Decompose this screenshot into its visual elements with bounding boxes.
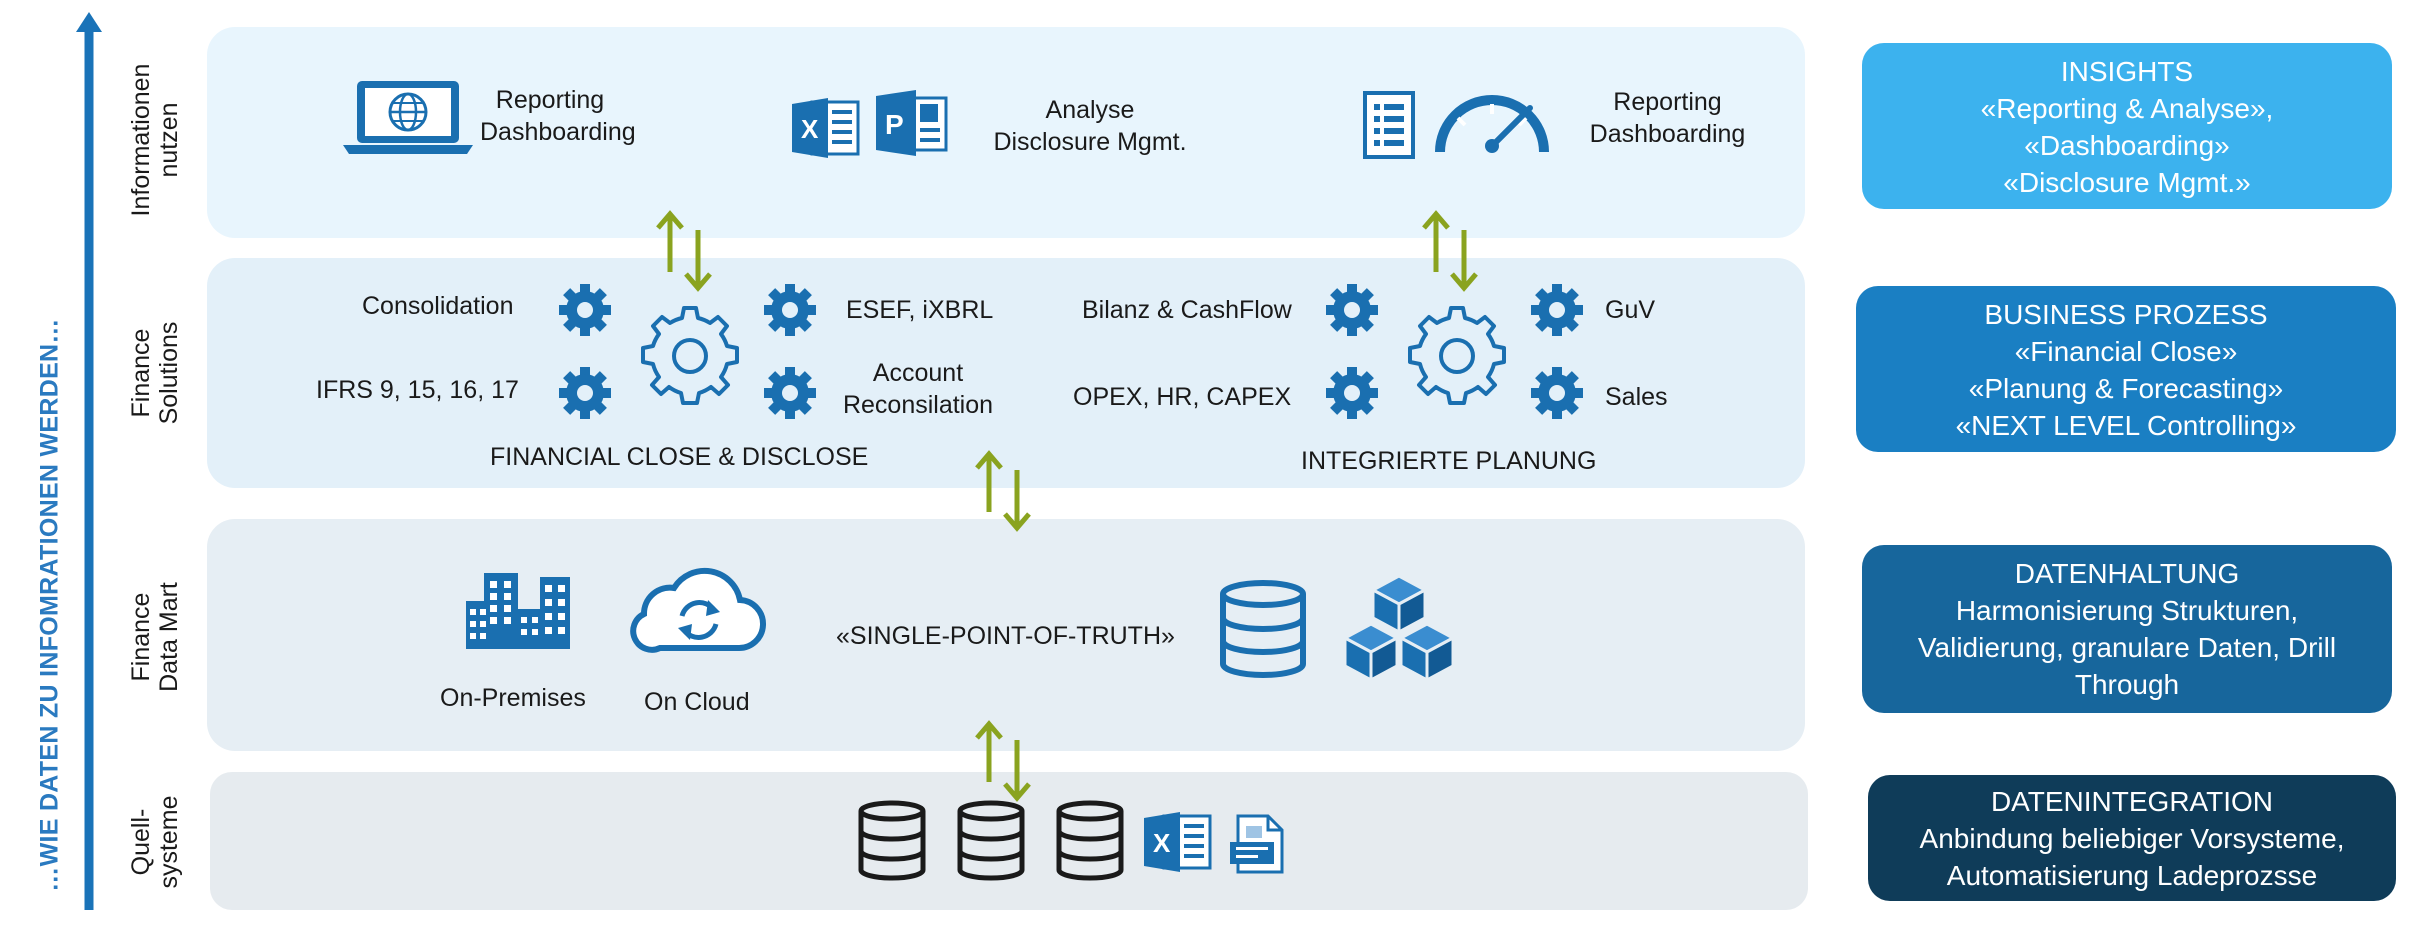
database-icon (1056, 800, 1124, 881)
gear-icon (641, 306, 739, 405)
datamart-on-premises: On-Premises (440, 684, 586, 712)
excel-icon: X (792, 98, 860, 158)
solutions-consolidation: Consolidation (362, 292, 514, 320)
xml-document-icon (1230, 814, 1284, 874)
exchange-arrow-solutions-datamart (975, 450, 1031, 532)
solutions-bilanz: Bilanz & CashFlow (1082, 296, 1292, 324)
buildings-icon (466, 573, 570, 649)
solutions-financial-close: FINANCIAL CLOSE & DISCLOSE (490, 443, 869, 471)
solutions-esef: ESEF, iXBRL (846, 296, 994, 324)
side-box-business-prozess: BUSINESS PROZESS «Financial Close» «Plan… (1856, 286, 2396, 452)
svg-text:P: P (885, 109, 904, 140)
solutions-sales: Sales (1605, 383, 1668, 411)
exchange-arrow-insights-right (1422, 210, 1478, 292)
datamart-single-point-of-truth: «SINGLE-POINT-OF-TRUTH» (836, 622, 1175, 650)
database-icon (1220, 580, 1306, 678)
gear-icon (1408, 306, 1506, 405)
datamart-on-cloud: On Cloud (644, 688, 750, 716)
side-box-insights: INSIGHTS «Reporting & Analyse», «Dashboa… (1862, 43, 2392, 209)
gear-icon (1531, 367, 1583, 419)
cubes-icon (1343, 574, 1455, 682)
database-icon (858, 800, 926, 881)
solutions-ifrs: IFRS 9, 15, 16, 17 (316, 376, 519, 404)
gear-icon (559, 367, 611, 419)
vertical-title: …WIE DATEN ZU INFOMRATIONEN WERDEN… (35, 318, 64, 892)
database-icon (957, 800, 1025, 881)
solutions-guv: GuV (1605, 296, 1656, 324)
layer-sources-panel (210, 772, 1808, 910)
row-label-quellsysteme: Quell-systeme (127, 795, 183, 889)
svg-text:X: X (801, 114, 819, 144)
gear-icon (764, 367, 816, 419)
exchange-arrow-insights-left (656, 210, 712, 292)
side-box-datenintegration: DATENINTEGRATION Anbindung beliebiger Vo… (1868, 775, 2396, 901)
excel-icon: X (1144, 812, 1212, 872)
solutions-integrierte-planung: INTEGRIERTE PLANUNG (1301, 447, 1597, 475)
document-list-icon (1363, 91, 1415, 159)
gear-icon (1531, 284, 1583, 336)
gear-icon (1326, 284, 1378, 336)
svg-text:X: X (1153, 828, 1171, 858)
exchange-arrow-datamart-sources (975, 720, 1031, 802)
solutions-opex: OPEX, HR, CAPEX (1073, 383, 1292, 411)
side-box-datenhaltung: DATENHALTUNG Harmonisierung Strukturen, … (1862, 545, 2392, 713)
powerpoint-icon: P (876, 90, 948, 156)
vertical-flow-arrow (76, 12, 102, 910)
gear-icon (559, 284, 611, 336)
laptop-globe-icon (343, 81, 473, 154)
gear-icon (764, 284, 816, 336)
speedometer-icon (1435, 95, 1549, 153)
gear-icon (1326, 367, 1378, 419)
cloud-sync-icon (630, 567, 766, 653)
